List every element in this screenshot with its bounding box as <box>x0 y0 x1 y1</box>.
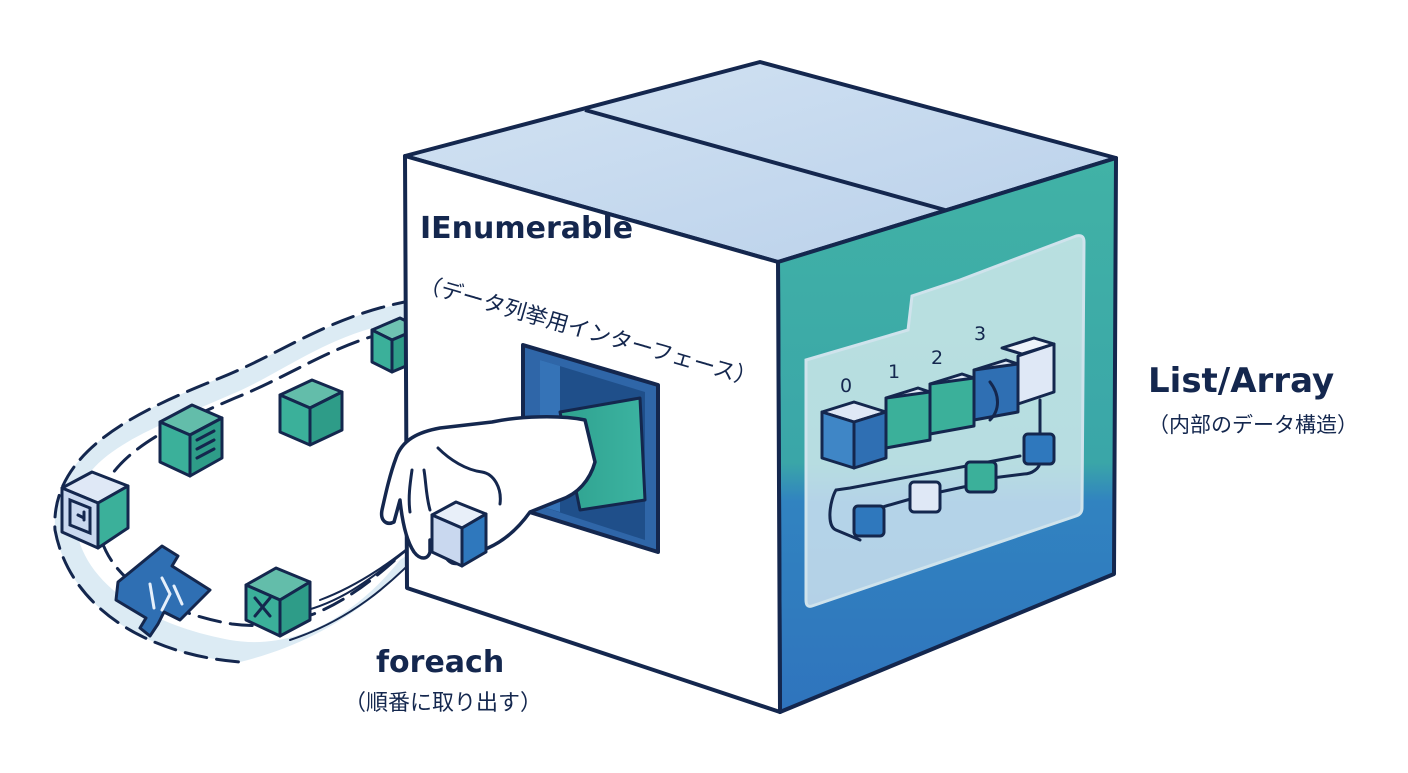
enumerable-box: 0 1 2 3 <box>403 60 1118 714</box>
stream-cube-menu <box>158 403 224 478</box>
list-node-2 <box>964 460 998 494</box>
array-index-1: 1 <box>888 361 900 383</box>
array-index-2: 2 <box>931 347 943 369</box>
array-cell-4 <box>1000 336 1056 406</box>
list-node-4 <box>852 504 886 538</box>
array-cell-2 <box>928 372 976 436</box>
checklist-icon <box>148 576 184 612</box>
refresh-icon <box>68 497 92 536</box>
linked-list-connector <box>828 380 1042 542</box>
list-node-3 <box>908 480 942 514</box>
stream-ticket <box>114 544 212 638</box>
x-icon <box>253 596 272 618</box>
internal-structure-panel: 0 1 2 3 <box>804 234 1086 608</box>
picked-cube <box>430 500 488 568</box>
stream-cube-2 <box>278 378 344 447</box>
array-cell-1 <box>884 386 932 450</box>
stream-band <box>54 300 431 662</box>
hand-finger-lines <box>407 446 502 514</box>
array-cell-0 <box>820 400 888 470</box>
array-index-3: 3 <box>974 323 986 345</box>
box-top-tape <box>584 108 946 212</box>
loop-subtitle: （順番に取り出す） <box>344 691 542 716</box>
stream-cube-x <box>244 566 312 638</box>
array-index-0: 0 <box>840 375 852 397</box>
list-node-1 <box>1022 432 1056 466</box>
linked-list <box>828 380 1056 542</box>
stream-cube-refresh <box>60 470 130 550</box>
menu-lines-icon <box>195 429 216 460</box>
collection-subtitle: （内部のデータ構造） <box>1148 413 1358 437</box>
hand-reaching <box>379 396 647 568</box>
interface-title: IEnumerable <box>420 211 633 246</box>
stream-outer-edge <box>53 298 417 664</box>
loop-title: foreach <box>376 645 504 680</box>
collection-title: List/Array <box>1148 361 1334 401</box>
